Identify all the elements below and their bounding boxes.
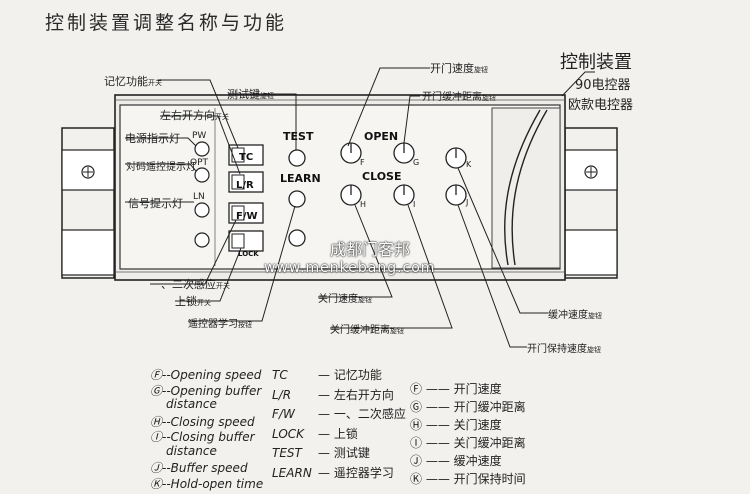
legend-abbr-item: F/W— 一、二次感应 <box>272 407 406 421</box>
legend-abbr-item: LOCK— 上锁 <box>272 426 358 441</box>
controller-subtitle-90: 90电控器 <box>575 78 631 93</box>
legend-cn-item: Ⓖ —— 开门缓冲距离 <box>410 400 526 414</box>
panel-learn: LEARN <box>280 172 321 185</box>
legend-cn-item: Ⓗ —— 关门速度 <box>410 418 502 432</box>
right-bracket <box>564 127 618 279</box>
label-lock: 上锁开关 <box>175 295 211 308</box>
controller-subtitle-eu: 欧款电控器 <box>568 98 634 113</box>
watermark-cn: 成都门客邦 <box>330 240 411 259</box>
label-learn-remote: 遥控器学习按钮 <box>188 319 252 330</box>
panel-fw: F/W <box>236 211 258 222</box>
legend-chinese: Ⓕ —— 开门速度 Ⓖ —— 开门缓冲距离 Ⓗ —— 关门速度 Ⓘ —— 关门缓… <box>410 380 526 488</box>
label-buffer-speed: 缓冲速度旋钮 <box>548 310 602 321</box>
knob-k-mark: K <box>466 160 472 169</box>
label-signal-light: 信号提示灯 <box>128 197 183 210</box>
watermark-url: www.menkebang.com <box>264 260 436 276</box>
push-buttons <box>288 149 306 247</box>
knob-j-mark: J <box>466 198 469 207</box>
legend-abbr-item: TC— 记忆功能 <box>272 368 382 382</box>
label-sense: 一、二次感应开关 <box>150 278 230 291</box>
panel-ln: LN <box>193 192 205 202</box>
legend-en-item: Ⓕ--Opening speed <box>150 368 262 382</box>
panel-lock: LOCK <box>238 250 259 258</box>
label-close-speed: 关门速度旋钮 <box>318 294 372 305</box>
panel-open: OPEN <box>364 130 399 143</box>
knob-f-mark: F <box>360 158 365 167</box>
legend-abbreviations: TC— 记忆功能 L/R— 左右开方向 F/W— 一、二次感应 LOCK— 上锁… <box>272 366 406 483</box>
legend-abbr-item: L/R— 左右开方向 <box>272 387 394 402</box>
dip-switches <box>228 144 264 252</box>
legend-cn-item: Ⓚ —— 开门保持时间 <box>410 472 526 486</box>
legend-cn-item: Ⓘ —— 关门缓冲距离 <box>410 436 526 450</box>
label-test-key: 测试键旋钮 <box>227 88 274 101</box>
left-bracket <box>61 127 115 279</box>
label-close-buffer: 关门缓冲距离旋钮 <box>330 325 404 336</box>
controller-title: 控制装置 <box>560 52 632 73</box>
legend-en-item: Ⓘ--Closing buffer <box>150 430 255 444</box>
legend-en-item: Ⓗ--Closing speed <box>150 414 255 429</box>
label-power-light: 电源指示灯 <box>125 132 180 145</box>
legend-cn-item: Ⓙ —— 缓冲速度 <box>410 454 502 468</box>
legend-en-item: Ⓚ--Hold-open time <box>150 476 264 491</box>
legend-en-item: Ⓖ--Opening buffer <box>150 383 262 398</box>
label-open-buffer: 开门缓冲距离旋钮 <box>422 92 496 103</box>
controller-body <box>114 94 566 281</box>
knob-i-mark: I <box>413 200 416 209</box>
legend-abbr-item: LEARN— 遥控器学习 <box>272 465 394 480</box>
knob-h-mark: H <box>360 200 367 209</box>
label-hold-speed: 开门保持速度旋钮 <box>527 344 601 355</box>
panel-opt: OPT <box>190 158 209 168</box>
legend-abbr-item: TEST— 测试键 <box>272 446 370 460</box>
legend-en-item: distance <box>166 397 217 411</box>
panel-lr: L/R <box>236 180 254 191</box>
label-open-speed: 开门速度旋钮 <box>430 62 488 75</box>
knob-g-mark: G <box>413 158 420 167</box>
page-title: 控制装置调整名称与功能 <box>45 12 288 34</box>
panel-close: CLOSE <box>362 170 402 183</box>
label-direction: 左右开方向开关 <box>160 109 229 122</box>
legend-english: Ⓕ--Opening speed Ⓖ--Opening buffer dista… <box>150 366 264 491</box>
label-pair-light: 对码遥控提示灯 <box>126 162 196 173</box>
panel-test: TEST <box>283 130 314 143</box>
legend-en-item: Ⓙ--Buffer speed <box>150 461 248 475</box>
legend-en-item: distance <box>166 443 217 458</box>
label-memory: 记忆功能开关 <box>104 75 162 88</box>
panel-tc: TC <box>239 152 254 163</box>
leader-lines <box>125 67 595 348</box>
panel-pw: PW <box>192 131 207 141</box>
adjustment-knobs <box>340 142 467 206</box>
legend-cn-item: Ⓕ —— 开门速度 <box>410 382 502 396</box>
indicator-leds <box>194 141 210 248</box>
